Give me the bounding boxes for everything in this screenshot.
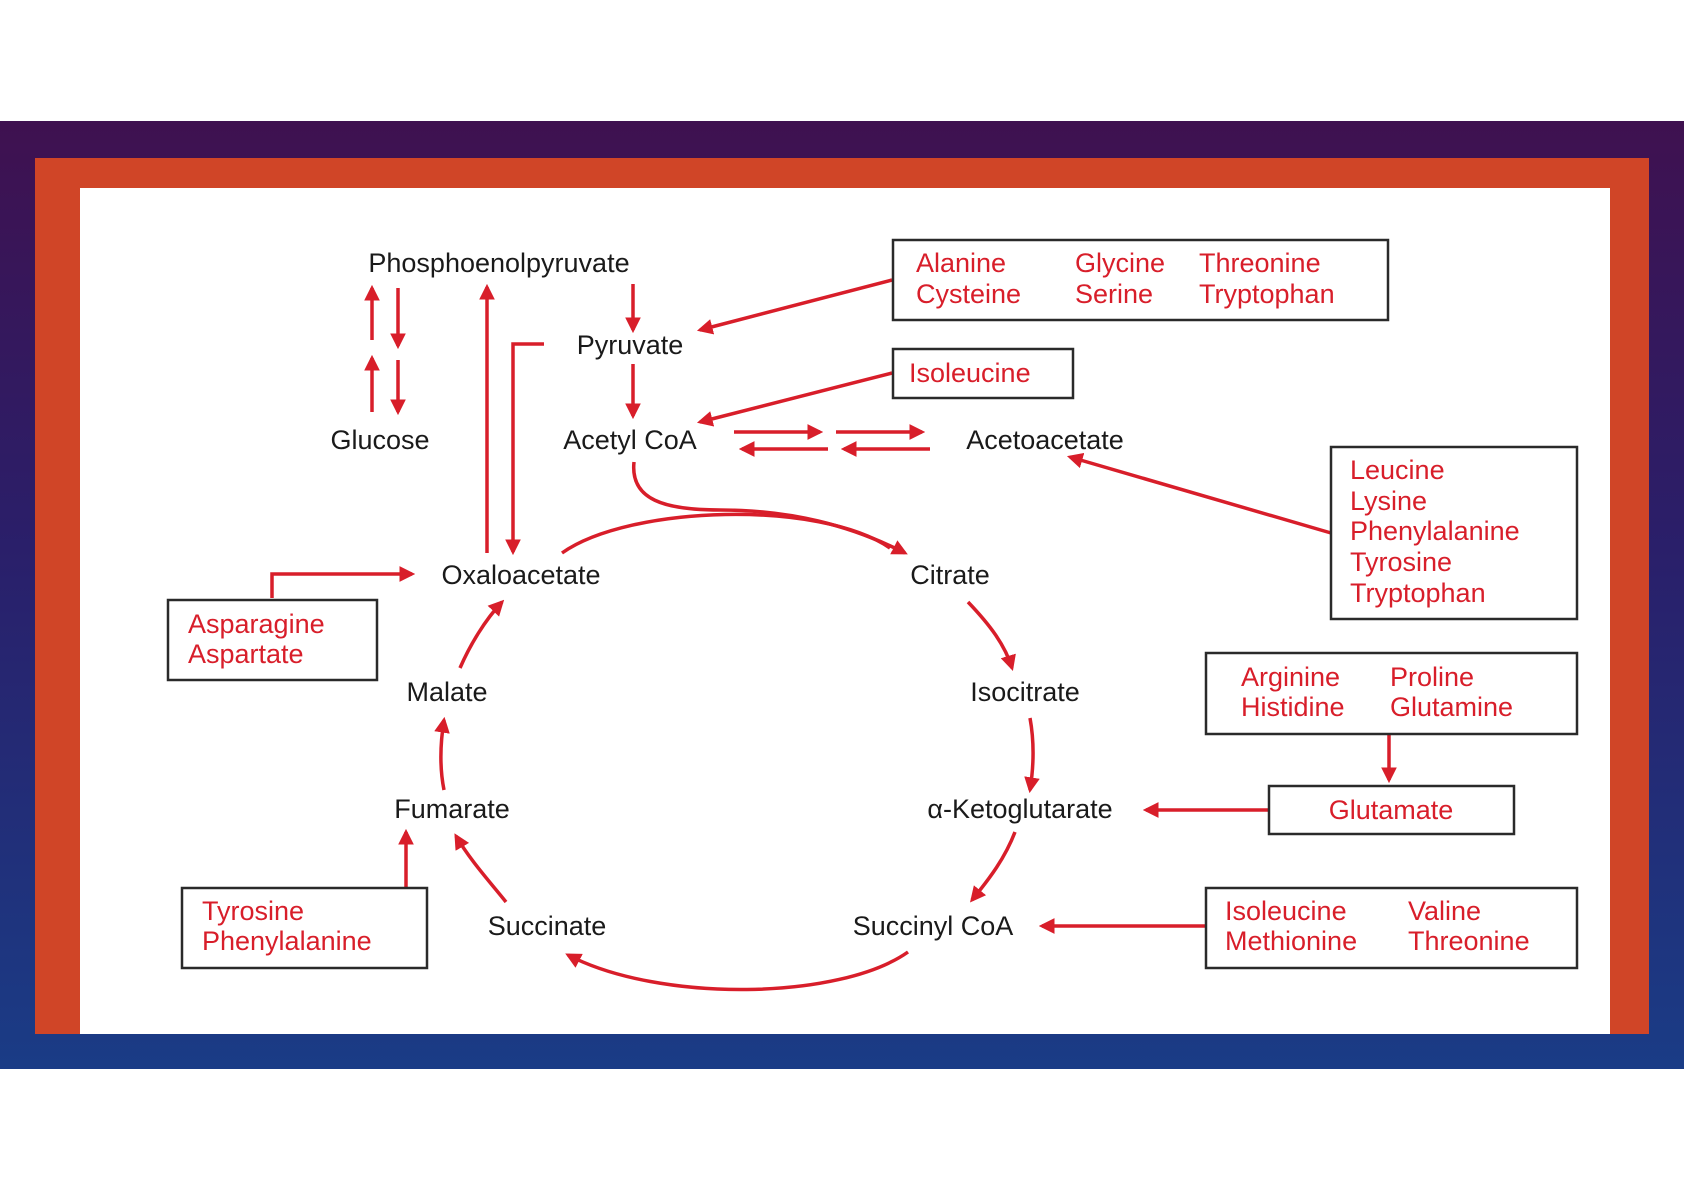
box-glutamate <box>1267 784 1516 836</box>
aa-phenylalanine-2: Phenylalanine <box>202 926 372 956</box>
aa-tyrosine: Tyrosine <box>1350 547 1452 577</box>
aa-phenylalanine: Phenylalanine <box>1350 516 1520 546</box>
aa-threonine: Threonine <box>1199 248 1321 278</box>
arrow-aa-to-pyruvate <box>696 278 893 335</box>
arrow-pyruvate-to-oxaloacetate <box>505 342 544 556</box>
node-succinate: Succinate <box>488 911 607 941</box>
arrow-malate-to-oxaloacetate <box>458 599 505 669</box>
arrow-akg-to-succinyl-coa <box>970 831 1017 903</box>
arrow-fumarate-to-malate <box>434 716 450 791</box>
aa-isoleucine: Isoleucine <box>909 358 1031 388</box>
arrow-isoleucine-to-acetyl-coa <box>696 371 893 427</box>
aa-glycine: Glycine <box>1075 248 1165 278</box>
arrow-isocitrate-to-akg <box>1024 717 1040 794</box>
box-glutamate-sources <box>1204 651 1579 736</box>
pathway-arrows <box>270 278 1397 992</box>
box-fumarate-sources <box>180 886 429 970</box>
arrow-succinyl-coa-to-succinate <box>565 950 910 992</box>
aa-glutamate: Glutamate <box>1329 795 1454 825</box>
node-succinyl-coa: Succinyl CoA <box>853 911 1014 941</box>
aa-alanine: Alanine <box>916 248 1006 278</box>
box-oxaloacetate-sources <box>166 598 379 682</box>
aa-isoleucine-2: Isoleucine <box>1225 896 1347 926</box>
arrow-acetyl-coa-to-citrate <box>632 461 908 555</box>
aa-leucine: Leucine <box>1350 455 1445 485</box>
node-fumarate: Fumarate <box>394 794 510 824</box>
node-acetoacetate: Acetoacetate <box>966 425 1124 455</box>
aa-tryptophan: Tryptophan <box>1199 279 1335 309</box>
aa-aspartate: Aspartate <box>188 639 304 669</box>
arrow-aa-to-acetoacetate <box>1066 452 1332 535</box>
node-acetyl-coa: Acetyl CoA <box>563 425 697 455</box>
node-alpha-ketoglutarate: α-Ketoglutarate <box>927 794 1112 824</box>
aa-asparagine: Asparagine <box>188 609 325 639</box>
node-isocitrate: Isocitrate <box>970 677 1080 707</box>
node-citrate: Citrate <box>910 560 990 590</box>
aa-glutamine: Glutamine <box>1390 692 1513 722</box>
node-malate: Malate <box>406 677 487 707</box>
arrow-succinate-to-fumarate <box>454 833 508 904</box>
aa-tyrosine-2: Tyrosine <box>202 896 304 926</box>
box-succinyl-coa-sources <box>1204 886 1579 970</box>
box-acetoacetate-sources <box>1329 445 1579 621</box>
box-pyruvate-sources <box>891 238 1390 322</box>
aa-lysine: Lysine <box>1350 486 1427 516</box>
node-glucose: Glucose <box>330 425 429 455</box>
box-acetyl-coa-sources <box>891 347 1075 400</box>
node-pyruvate: Pyruvate <box>577 330 684 360</box>
node-oxaloacetate: Oxaloacetate <box>441 560 600 590</box>
metabolite-labels: Phosphoenolpyruvate Pyruvate Glucose Ace… <box>330 248 1123 941</box>
amino-acid-boxes: Alanine Glycine Threonine Cysteine Serin… <box>166 238 1579 970</box>
aa-threonine-2: Threonine <box>1408 926 1530 956</box>
aa-serine: Serine <box>1075 279 1153 309</box>
aa-valine: Valine <box>1408 896 1481 926</box>
aa-histidine: Histidine <box>1241 692 1345 722</box>
aa-proline: Proline <box>1390 662 1474 692</box>
arrow-citrate-to-isocitrate <box>966 600 1016 672</box>
aa-tryptophan-2: Tryptophan <box>1350 578 1486 608</box>
arrow-oxaloacetate-to-citrate <box>560 512 891 555</box>
aa-arginine: Arginine <box>1241 662 1340 692</box>
node-phosphoenolpyruvate: Phosphoenolpyruvate <box>368 248 629 278</box>
aa-methionine: Methionine <box>1225 926 1357 956</box>
aa-cysteine: Cysteine <box>916 279 1021 309</box>
arrow-asparagine-to-oxaloacetate <box>270 566 416 598</box>
